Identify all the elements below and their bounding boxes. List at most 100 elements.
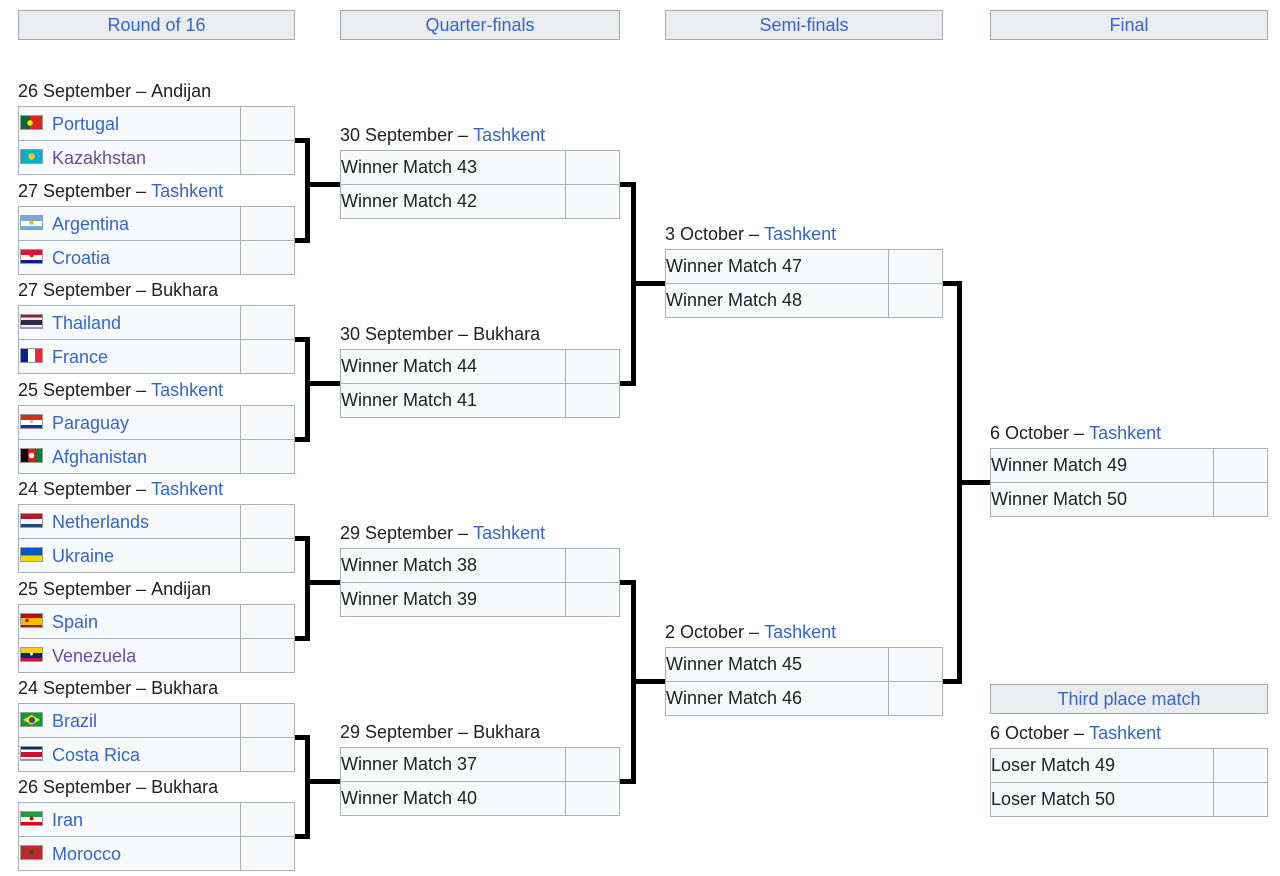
score-cell xyxy=(240,638,295,673)
city-link[interactable]: Tashkent xyxy=(764,224,837,244)
score-cell xyxy=(240,439,295,474)
team-link[interactable]: Afghanistan xyxy=(52,446,148,467)
quarter-finals-link[interactable]: Quarter-finals xyxy=(425,14,535,35)
match-table: Netherlands Ukraine xyxy=(18,504,295,573)
kazakhstan-flag-icon xyxy=(20,149,43,165)
match-table: Winner Match 37 Winner Match 40 xyxy=(340,747,620,816)
third-place-match-link[interactable]: Third place match xyxy=(1057,688,1201,709)
match-table: Winner Match 49 Winner Match 50 xyxy=(990,448,1268,517)
city-label: Bukhara xyxy=(151,678,219,698)
match-date: 27 September –Bukhara xyxy=(18,278,295,302)
match-date-text: 24 September – xyxy=(18,678,147,698)
match-date: 30 September –Bukhara xyxy=(340,322,620,346)
bracket-connector xyxy=(305,580,340,585)
bracket-connector xyxy=(295,437,310,442)
score-cell xyxy=(565,747,620,782)
iran-flag-icon xyxy=(20,811,43,827)
city-label: Bukhara xyxy=(151,280,219,300)
team-row: Venezuela xyxy=(18,638,295,673)
team-link[interactable]: Thailand xyxy=(52,312,122,333)
team-row: France xyxy=(18,339,295,374)
team-row: Argentina xyxy=(18,206,295,241)
venezuela-flag-icon xyxy=(20,647,43,663)
team-link[interactable]: Venezuela xyxy=(52,645,137,666)
bracket-connector xyxy=(620,182,636,187)
r16-match-5: 24 September –Tashkent Netherlands Ukrai… xyxy=(18,477,295,573)
slot-label: Winner Match 45 xyxy=(665,647,889,682)
city-link[interactable]: Tashkent xyxy=(1089,723,1162,743)
team-link[interactable]: France xyxy=(52,346,109,367)
croatia-flag-icon xyxy=(20,249,43,265)
city-link[interactable]: Tashkent xyxy=(764,622,837,642)
match-date-text: 24 September – xyxy=(18,479,147,499)
qf-match-1: 30 September –Tashkent Winner Match 43 W… xyxy=(340,123,620,219)
score-cell xyxy=(565,548,620,583)
paraguay-flag-icon xyxy=(20,414,43,430)
team-link[interactable]: Paraguay xyxy=(52,412,130,433)
team-cell: Kazakhstan xyxy=(18,140,241,175)
bracket-connector xyxy=(620,580,636,585)
bracket-connector xyxy=(295,735,310,740)
team-cell: Iran xyxy=(18,802,241,837)
team-link[interactable]: Iran xyxy=(52,809,84,830)
city-link[interactable]: Tashkent xyxy=(1089,423,1162,443)
portugal-flag-icon xyxy=(20,115,43,131)
match-date: 24 September –Bukhara xyxy=(18,676,295,700)
score-cell xyxy=(240,305,295,340)
semi-finals-link[interactable]: Semi-finals xyxy=(759,14,849,35)
city-label: Bukhara xyxy=(151,777,219,797)
r16-match-3: 27 September –Bukhara Thailand France xyxy=(18,278,295,374)
city-link[interactable]: Tashkent xyxy=(473,125,546,145)
team-link[interactable]: Costa Rica xyxy=(52,744,141,765)
slot-label: Winner Match 47 xyxy=(665,249,889,284)
score-cell xyxy=(1213,482,1268,517)
score-cell xyxy=(240,538,295,573)
team-row: Winner Match 44 xyxy=(340,349,620,384)
slot-label: Winner Match 38 xyxy=(340,548,566,583)
team-link[interactable]: Portugal xyxy=(52,113,120,134)
team-row: Winner Match 40 xyxy=(340,781,620,816)
team-row: Winner Match 50 xyxy=(990,482,1268,517)
team-cell: Afghanistan xyxy=(18,439,241,474)
match-date-text: 2 October – xyxy=(665,622,760,642)
team-cell: Portugal xyxy=(18,106,241,141)
match-date: 26 September –Andijan xyxy=(18,79,295,103)
bracket-connector xyxy=(295,238,310,243)
match-date-text: 26 September – xyxy=(18,777,147,797)
city-link[interactable]: Tashkent xyxy=(151,380,224,400)
bracket-connector xyxy=(305,182,340,187)
team-link[interactable]: Ukraine xyxy=(52,545,115,566)
match-date: 29 September –Bukhara xyxy=(340,720,620,744)
team-link[interactable]: Argentina xyxy=(52,213,130,234)
team-row: Winner Match 42 xyxy=(340,184,620,219)
team-link[interactable]: Croatia xyxy=(52,247,111,268)
slot-label: Winner Match 49 xyxy=(990,448,1214,483)
bracket-connector xyxy=(295,636,310,641)
team-link[interactable]: Netherlands xyxy=(52,511,150,532)
city-label: Bukhara xyxy=(473,722,541,742)
team-row: Ukraine xyxy=(18,538,295,573)
match-date-text: 6 October – xyxy=(990,723,1085,743)
team-row: Winner Match 43 xyxy=(340,150,620,185)
score-cell xyxy=(1213,448,1268,483)
bracket-connector xyxy=(305,779,340,784)
team-link[interactable]: Brazil xyxy=(52,710,98,731)
round-of-16-link[interactable]: Round of 16 xyxy=(107,14,206,35)
team-row: Brazil xyxy=(18,703,295,738)
match-table: Winner Match 38 Winner Match 39 xyxy=(340,548,620,617)
match-table: Argentina Croatia xyxy=(18,206,295,275)
city-link[interactable]: Tashkent xyxy=(151,479,224,499)
team-link[interactable]: Spain xyxy=(52,611,99,632)
team-link[interactable]: Morocco xyxy=(52,843,122,864)
match-date-text: 25 September – xyxy=(18,380,147,400)
slot-label: Winner Match 43 xyxy=(340,150,566,185)
match-date-text: 26 September – xyxy=(18,81,147,101)
score-cell xyxy=(240,339,295,374)
bracket-connector xyxy=(295,834,310,839)
city-link[interactable]: Tashkent xyxy=(151,181,224,201)
team-cell: Croatia xyxy=(18,240,241,275)
city-link[interactable]: Tashkent xyxy=(473,523,546,543)
team-link[interactable]: Kazakhstan xyxy=(52,147,147,168)
slot-label: Winner Match 50 xyxy=(990,482,1214,517)
final-link[interactable]: Final xyxy=(1109,14,1149,35)
